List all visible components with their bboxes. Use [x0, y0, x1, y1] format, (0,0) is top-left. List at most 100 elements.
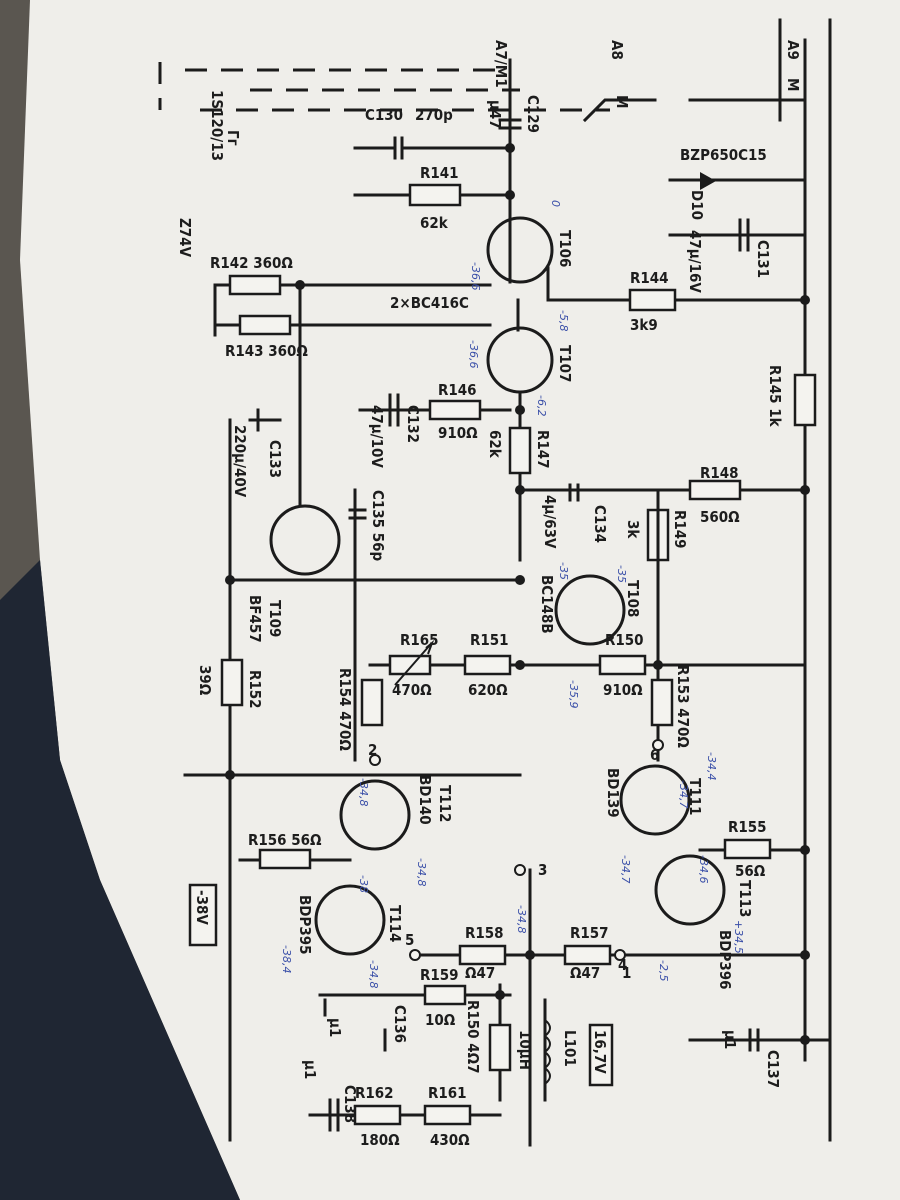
- c134-value: 4μ/63V: [541, 495, 559, 549]
- t106-ref: T106: [556, 230, 574, 267]
- pen-note-1: -36,6: [469, 262, 482, 290]
- r149-value: 3k: [624, 520, 642, 539]
- c132-ref: C132: [404, 405, 422, 443]
- pen-note-18: -34,6: [697, 855, 710, 883]
- connector-a8: A8: [608, 40, 626, 60]
- c131-ref: C131: [754, 240, 772, 278]
- r165-ref: R165: [400, 631, 439, 649]
- r158-value: Ω47: [465, 964, 495, 982]
- r141-ref: R141: [420, 164, 459, 182]
- t109-ref: T109: [266, 600, 284, 637]
- c133-value: 220μ/40V: [231, 425, 249, 498]
- r157-value: Ω47: [570, 964, 600, 982]
- r145-label: R145 1k: [766, 365, 784, 428]
- r152-ref: R152: [246, 670, 264, 709]
- r147-value: 62k: [486, 430, 504, 459]
- pen-note-5: -35: [557, 562, 570, 580]
- connector-m2: M: [784, 78, 802, 91]
- node-6: 6: [650, 746, 659, 764]
- node-2: 2: [368, 741, 377, 759]
- r165-value: 470Ω: [392, 681, 432, 699]
- connector-z74v: Z74V: [176, 218, 194, 258]
- l101-ref: L101: [561, 1030, 579, 1067]
- connector-m1: M: [613, 95, 631, 108]
- t109-type: BF457: [246, 595, 264, 643]
- connector-1s120: 1S120/13: [208, 90, 226, 161]
- t112-type: BD140: [416, 775, 434, 825]
- r150b-label: R150 4Ω7: [464, 1000, 482, 1074]
- r161-value: 430Ω: [430, 1131, 470, 1149]
- pen-note-13: -38: [357, 875, 370, 893]
- r162-ref: R162: [355, 1084, 394, 1102]
- c129-ref: C129: [524, 95, 542, 133]
- r154-label: R154 470Ω: [336, 668, 354, 751]
- t112-ref: T112: [436, 785, 454, 822]
- t111-ref: T111: [686, 778, 704, 815]
- pen-note-6: -35: [615, 565, 628, 583]
- r148-ref: R148: [700, 464, 739, 482]
- pen-note-19: -2,5: [657, 960, 670, 981]
- connector-a9: A9: [784, 40, 802, 60]
- r159-ref: R159: [420, 966, 459, 984]
- c135-label: C135 56p: [369, 490, 387, 562]
- pen-note-8: -34,4: [705, 752, 718, 780]
- node-5: 5: [405, 931, 414, 949]
- c134-ref: C134: [591, 505, 609, 543]
- r162-value: 180Ω: [360, 1131, 400, 1149]
- pen-note-11: -34,8: [415, 858, 428, 886]
- r151-ref: R151: [470, 631, 509, 649]
- pen-note-3: -5,8: [557, 310, 570, 331]
- pen-note-2: -36,6: [467, 340, 480, 368]
- d10-type: BZP650C15: [680, 146, 767, 164]
- c133-ref: C133: [266, 440, 284, 478]
- c137-ref: C137: [764, 1050, 782, 1088]
- r146-value: 910Ω: [438, 424, 478, 442]
- r152-value: 39Ω: [196, 665, 214, 696]
- t113-ref: T113: [736, 880, 754, 917]
- pen-note-4: -6,2: [535, 395, 548, 416]
- t108-ref: T108: [624, 580, 642, 617]
- c129-value: μ47: [486, 100, 504, 129]
- t114-ref: T114: [386, 905, 404, 942]
- node-1: 1: [622, 964, 631, 982]
- pen-note-10: -34,7: [619, 855, 632, 883]
- c130-value: 270p: [415, 106, 453, 124]
- rail-positive: 16,7V: [591, 1030, 609, 1074]
- r142-label: R142 360Ω: [210, 254, 293, 272]
- r153-label: R153 470Ω: [674, 665, 692, 748]
- c138-ref: C138: [341, 1085, 359, 1123]
- pen-note-20: 0: [549, 200, 562, 207]
- t113-type: BDP396: [716, 930, 734, 990]
- node-4: 4: [618, 956, 627, 974]
- r147-ref: R147: [534, 430, 552, 469]
- c131-value: 47μ/16V: [686, 230, 704, 293]
- r150-value: 910Ω: [603, 681, 643, 699]
- t111-type: BD139: [604, 768, 622, 818]
- t106-type: 2×BC416C: [390, 294, 469, 312]
- t114-type: BDP395: [296, 895, 314, 955]
- r155-value: 56Ω: [735, 862, 766, 880]
- pen-note-16: -34,8: [357, 778, 370, 806]
- r143-label: R143 360Ω: [225, 342, 308, 360]
- node-3: 3: [538, 861, 547, 879]
- l101-value: 10μH: [516, 1030, 534, 1070]
- r159-value: 10Ω: [425, 1011, 456, 1029]
- r151-value: 620Ω: [468, 681, 508, 699]
- d10-ref: D10: [688, 190, 706, 220]
- pen-note-15: -34,8: [367, 960, 380, 988]
- pen-note-9: -34,7: [677, 780, 690, 808]
- r144-ref: R144: [630, 269, 669, 287]
- r150-ref: R150: [605, 631, 644, 649]
- connector-a7m1: A7/M1: [492, 40, 510, 88]
- r141-value: 62k: [420, 214, 449, 232]
- c138-value: μ1: [301, 1060, 319, 1079]
- pen-note-14: -38,4: [280, 945, 293, 973]
- c136-value: μ1: [326, 1018, 344, 1037]
- rail-negative: -38V: [193, 890, 211, 925]
- c137-value: μ1: [721, 1030, 739, 1049]
- t107-ref: T107: [556, 345, 574, 382]
- r156-label: R156 56Ω: [248, 831, 322, 849]
- t108-type: BC148B: [538, 575, 556, 634]
